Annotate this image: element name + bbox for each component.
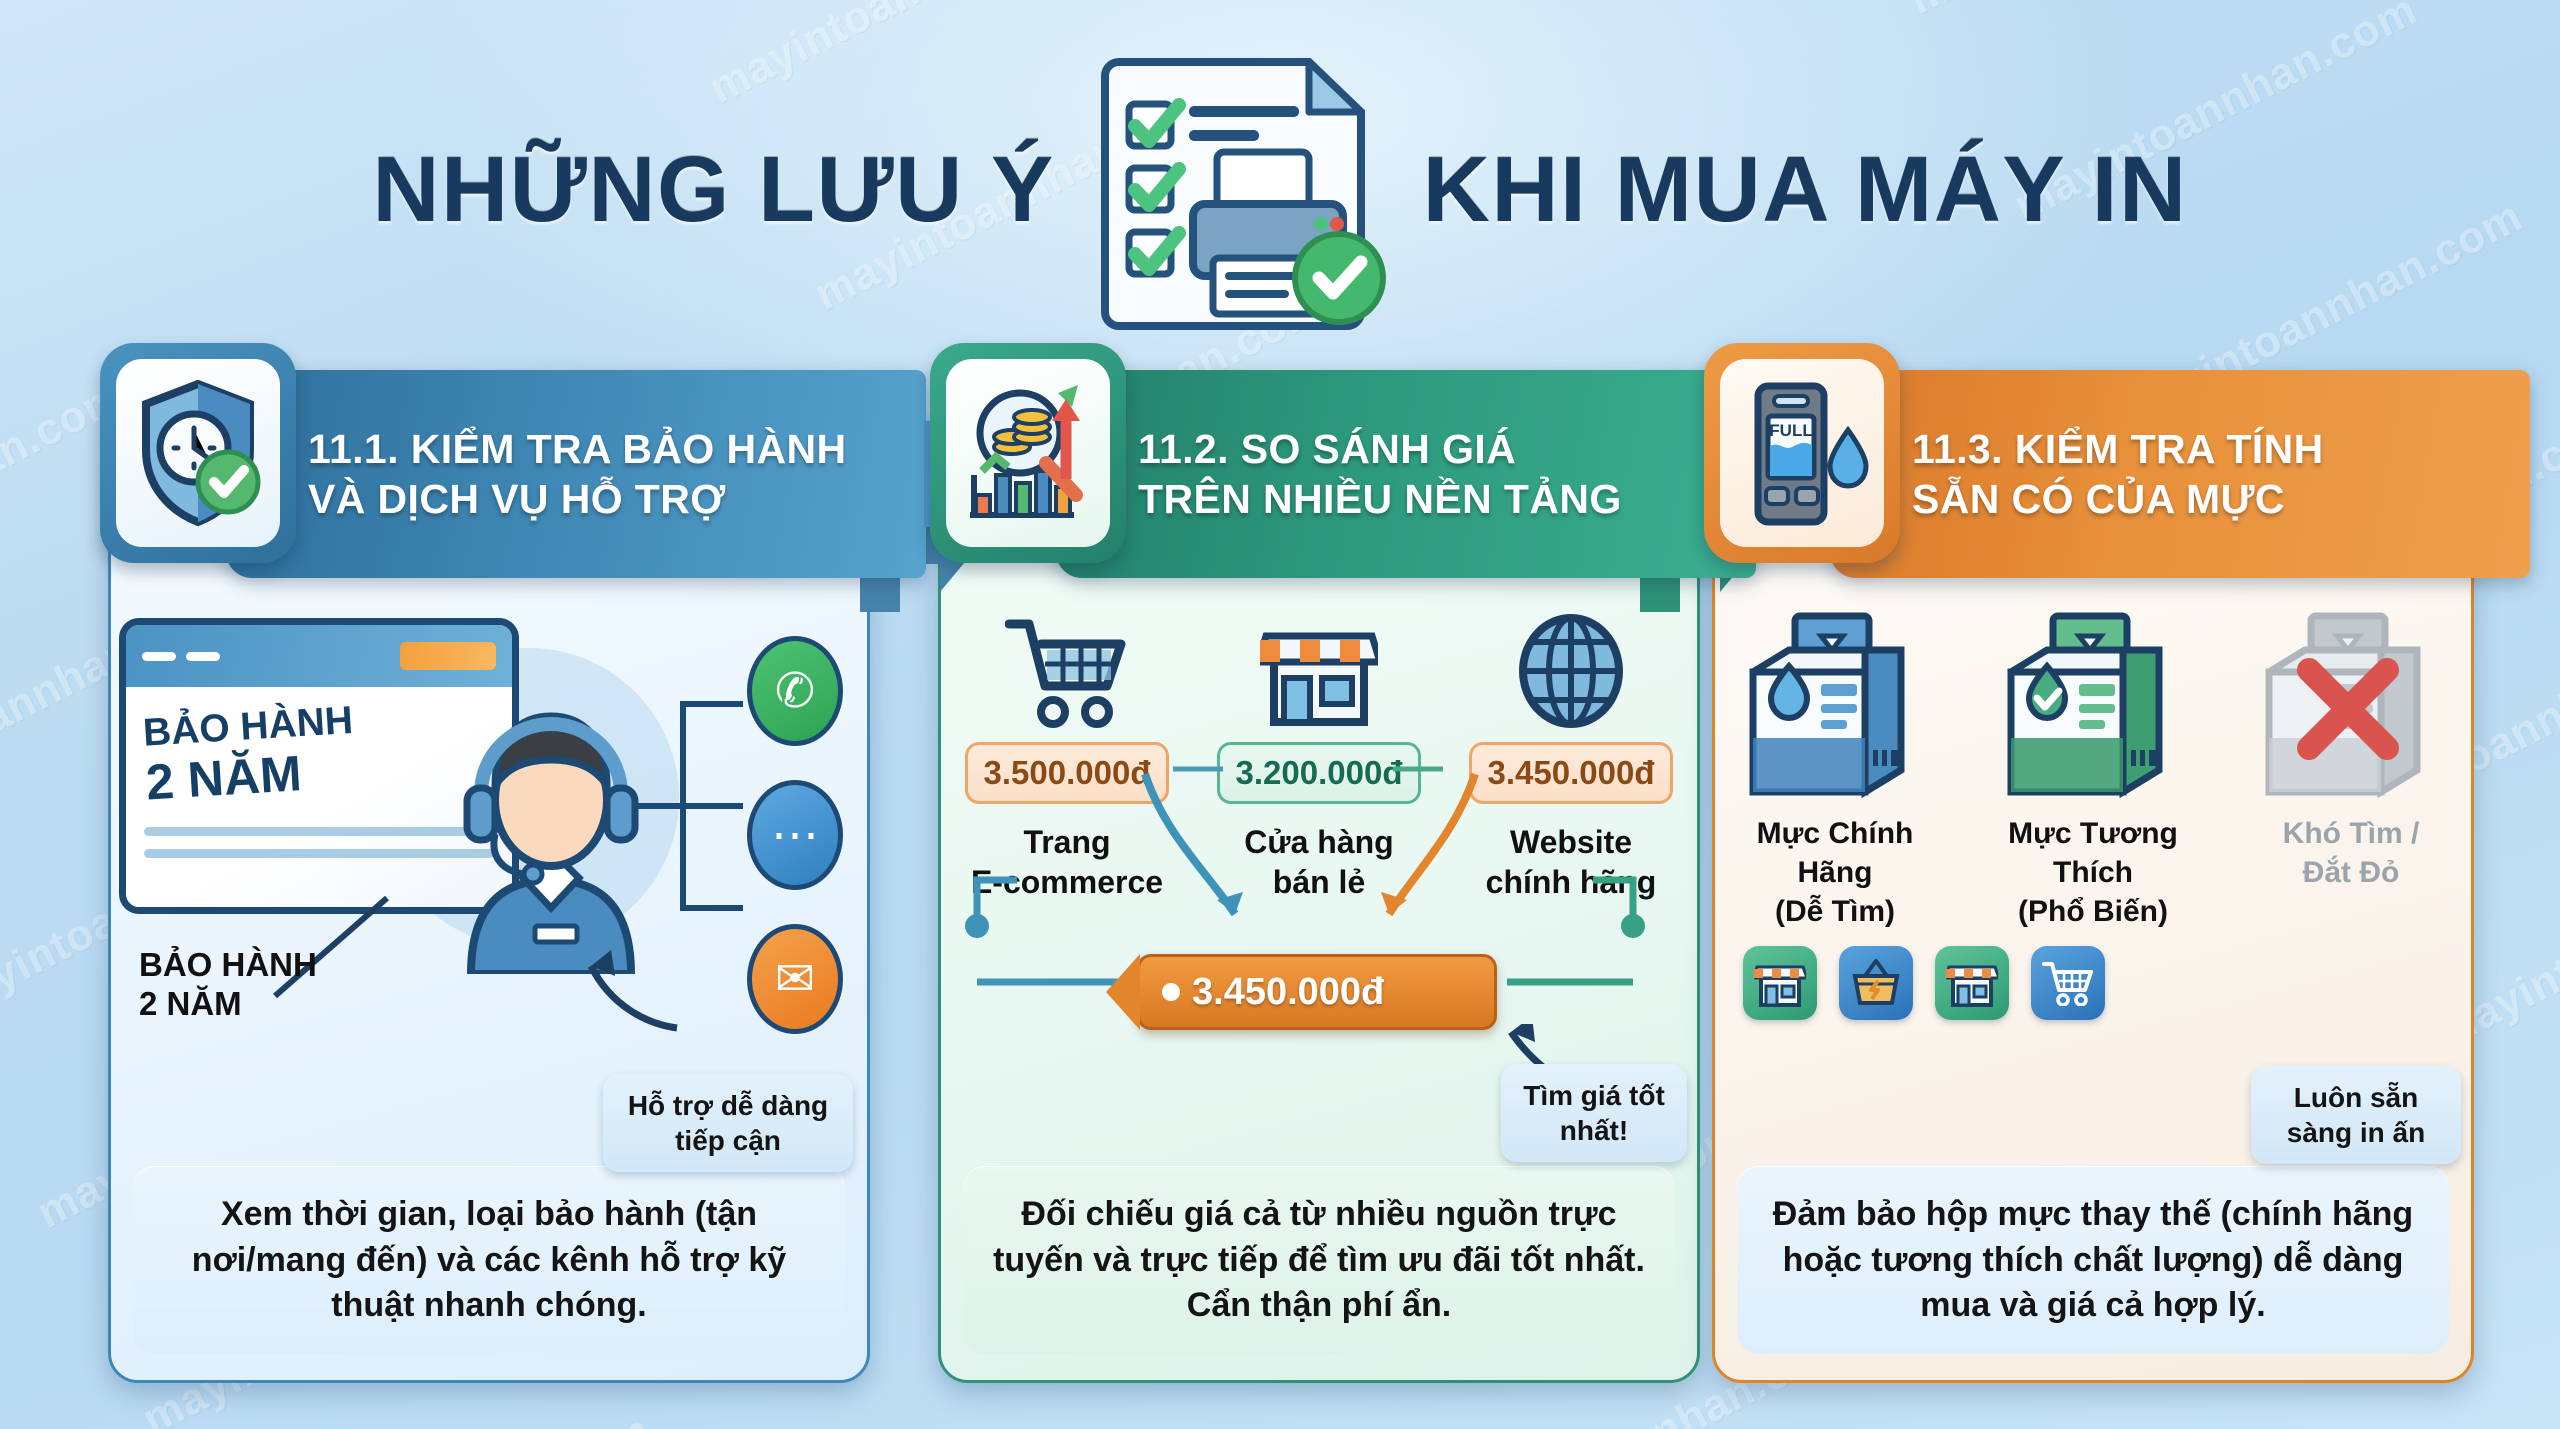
ink-option-compatible-label: Mực Tương Thích (Phổ Biến): [2008, 817, 2178, 928]
support-agent-icon: [463, 712, 639, 974]
card-ink-header: 11.3. KIỂM TRA TÍNH SẴN CÓ CỦA MỰC: [1830, 370, 2530, 578]
warranty-annotation: BẢO HÀNH 2 NĂM: [139, 946, 317, 1022]
storefront-icon[interactable]: [1743, 946, 1817, 1020]
red-x-icon: [2297, 658, 2399, 760]
price-label-retail: Cửa hàng bán lẻ: [1244, 824, 1394, 901]
shopping-cart-icon: [1005, 619, 1126, 728]
callout-support-access: Hỗ trợ dễ dàng tiếp cận: [603, 1073, 853, 1173]
warranty-certificate-graphic: BẢO HÀNH 2 NĂM: [119, 618, 519, 914]
callout-best-price: Tìm giá tốt nhất!: [1501, 1063, 1687, 1163]
card-price-header: 11.2. SO SÁNH GIÁ TRÊN NHIỀU NỀN TẢNG: [1056, 370, 1846, 578]
svg-text:FULL: FULL: [1769, 421, 1812, 440]
card-warranty-footer: Xem thời gian, loại bảo hành (tận nơi/ma…: [133, 1166, 845, 1354]
price-chip-ecommerce: 3.500.000đ: [964, 742, 1170, 804]
basket-icon[interactable]: [1839, 946, 1913, 1020]
best-price-rail: [977, 978, 1633, 986]
ink-cartridge-green-icon: [2007, 612, 2163, 798]
ink-cartridge-unavailable-icon: [2265, 612, 2421, 798]
card-warranty-header: 11.1. KIỂM TRA BẢO HÀNH VÀ DỊCH VỤ HỖ TR…: [226, 370, 1016, 578]
callout-ready-to-print: Luôn sẵn sàng in ấn: [2251, 1065, 2461, 1165]
ink-option-unavailable-label: Khó Tìm / Đắt Đỏ: [2282, 817, 2420, 889]
ink-cartridge-blue-icon: [1749, 612, 1905, 798]
shield-clock-check-icon: [100, 343, 296, 563]
ink-option-unavailable: Khó Tìm / Đắt Đỏ: [2237, 610, 2465, 931]
price-chip-connector: [1173, 766, 1443, 772]
best-price-tag: 3.450.000đ: [1106, 954, 1497, 1030]
card-price-header-title: 11.2. SO SÁNH GIÁ TRÊN NHIỀU NỀN TẢNG: [1138, 425, 1622, 522]
card-warranty-header-title: 11.1. KIỂM TRA BẢO HÀNH VÀ DỊCH VỤ HỖ TR…: [308, 425, 847, 522]
ink-cartridge-full-drop-icon: FULL: [1704, 343, 1900, 563]
watermark-text: mayintoannhan.com: [240, 1405, 659, 1429]
chat-icon[interactable]: ⋯: [747, 780, 843, 890]
card-warranty[interactable]: BẢO HÀNH 2 NĂM: [100, 343, 1016, 1383]
price-label-ecommerce: Trang E-commerce: [970, 824, 1164, 901]
phone-icon[interactable]: ✆: [747, 636, 843, 746]
ink-option-compatible: Mực Tương Thích (Phổ Biến): [1979, 610, 2207, 931]
best-price-arrows: [965, 772, 1645, 938]
card-price-footer: Đối chiếu giá cả từ nhiều nguồn trực tuy…: [963, 1166, 1675, 1354]
email-icon[interactable]: ✉: [747, 924, 843, 1034]
cart-icon[interactable]: [2031, 946, 2105, 1020]
ink-option-genuine: Mực Chính Hãng (Dễ Tìm): [1721, 610, 1949, 931]
ink-option-genuine-label: Mực Chính Hãng (Dễ Tìm): [1756, 817, 1914, 928]
card-ink-footer: Đảm bảo hộp mực thay thế (chính hãng hoặ…: [1737, 1166, 2449, 1354]
annotation-leader-line: [273, 895, 389, 999]
price-column-ecommerce: 3.500.000đ Trang E-commerce: [955, 612, 1179, 903]
card-price-illustration: 3.500.000đ Trang E-commerce: [941, 594, 1697, 1166]
channel-connector-lines: [633, 701, 743, 911]
warranty-card-topbar: [126, 625, 512, 687]
purchase-channel-icons: [1743, 946, 2105, 1020]
card-ink-header-title: 11.3. KIỂM TRA TÍNH SẴN CÓ CỦA MỰC: [1912, 425, 2324, 522]
card-ink-illustration: Mực Chính Hãng (Dễ Tìm): [1715, 594, 2471, 1166]
card-price-comparison[interactable]: 3.500.000đ Trang E-commerce: [930, 343, 1846, 1383]
page-title-left: NHỮNG LƯU Ý: [372, 136, 1055, 241]
price-column-retail: 3.200.000đ Cửa hàng bán lẻ: [1207, 612, 1431, 903]
page-title: NHỮNG LƯU Ý KHI MUA MÁY IN: [0, 44, 2560, 334]
callout-arrow-icon: [587, 950, 678, 1032]
price-chip-retail: 3.200.000đ: [1216, 742, 1422, 804]
retail-store-icon: [1260, 632, 1378, 726]
page-title-right: KHI MUA MÁY IN: [1422, 136, 2188, 241]
card-warranty-illustration: BẢO HÀNH 2 NĂM: [111, 594, 867, 1173]
magnifier-coins-chart-icon: [930, 343, 1126, 563]
card-ink-availability[interactable]: Mực Chính Hãng (Dễ Tìm): [1704, 343, 2530, 1383]
globe-icon: [1519, 614, 1623, 728]
ink-options-row: Mực Chính Hãng (Dễ Tìm): [1721, 610, 2465, 931]
watermark-text: mayintoannhan.com: [1901, 0, 2320, 24]
warranty-card-lines: [126, 798, 512, 859]
storefront-icon[interactable]: [1935, 946, 2009, 1020]
checklist-printer-icon: [1100, 58, 1386, 330]
support-channel-list: ✆ ⋯ ✉: [747, 636, 843, 1034]
orange-tab: [400, 642, 496, 670]
price-chip-official: 3.450.000đ: [1468, 742, 1674, 804]
